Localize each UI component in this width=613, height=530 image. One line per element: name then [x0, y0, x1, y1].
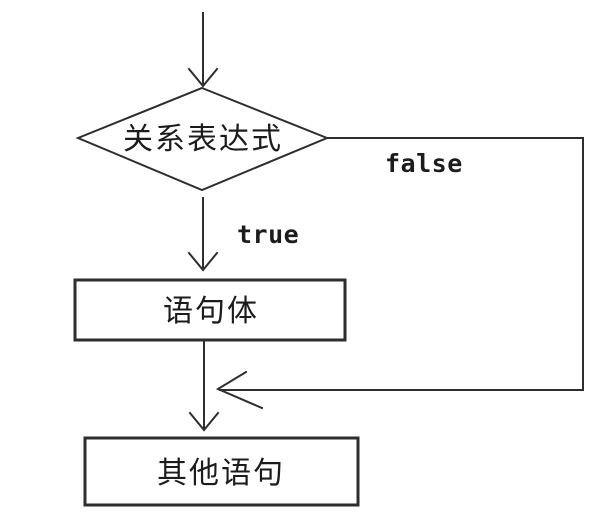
true-arrowhead-icon	[187, 251, 219, 272]
entry-arrowhead-icon	[187, 67, 219, 88]
other-label: 其他语句	[157, 456, 285, 491]
decision-diamond	[75, 86, 330, 192]
false-edge-label: false	[385, 149, 463, 178]
body-label: 语句体	[163, 294, 259, 329]
label-layer: 关系表达式 false true 语句体 其他语句	[123, 122, 463, 491]
other-rect	[83, 436, 360, 507]
true-edge-label: true	[237, 220, 299, 249]
decision-label: 关系表达式	[123, 122, 283, 157]
false-arrowhead-icon	[215, 370, 264, 410]
edge-layer	[73, 12, 584, 507]
false-edge	[219, 137, 584, 391]
body-rect	[73, 278, 347, 342]
merge-arrowhead-icon	[188, 411, 220, 432]
